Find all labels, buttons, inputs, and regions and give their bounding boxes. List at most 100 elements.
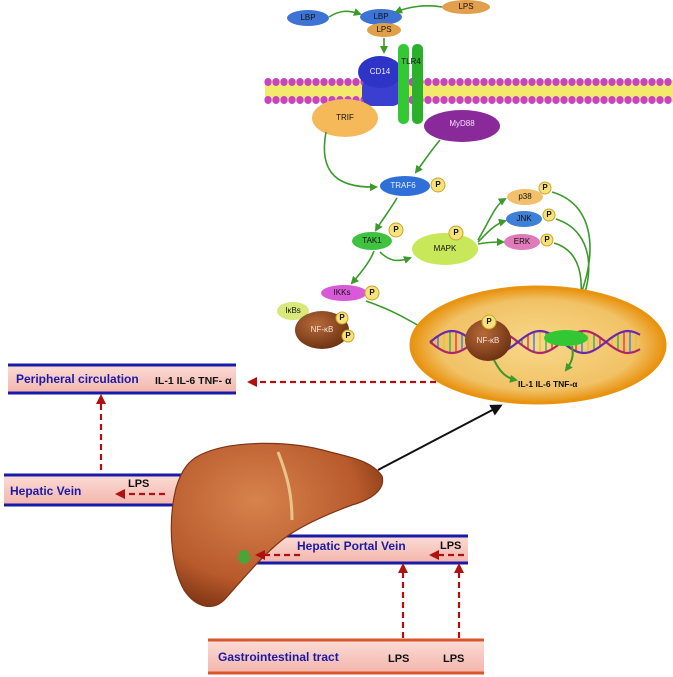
cd14-label: CD14 [370, 67, 391, 76]
jnk-node: JNK P [506, 208, 556, 227]
lipid-head [528, 78, 536, 86]
lipid-head [304, 78, 312, 86]
lipid-head [576, 96, 584, 104]
lipid-head [560, 78, 568, 86]
nucleus-cytokines: IL-1 IL-6 TNF-α [518, 379, 578, 389]
gi-tract-fill [208, 640, 484, 673]
arrow-mapk-to-p38 [477, 197, 507, 241]
erk-label: ERK [514, 237, 531, 246]
gallbladder [238, 550, 250, 564]
arrow-trif-to-traf6 [323, 131, 378, 192]
lipid-head [440, 96, 448, 104]
peripheral-circulation-vessel: Peripheral circulation IL-1 IL-6 TNF- α [8, 363, 236, 395]
lipid-head [584, 96, 592, 104]
lipid-head [280, 96, 288, 104]
tlr4-receptor: TLR4 [398, 44, 423, 124]
jnk-phospho-label: P [546, 210, 552, 219]
hepatic-portal-vein-vessel: Hepatic Portal Vein LPS [252, 534, 468, 565]
ikbs-phospho-label: P [339, 313, 345, 322]
lipid-head [536, 78, 544, 86]
lipid-head [616, 96, 624, 104]
p38-phospho [538, 181, 552, 195]
arrow-lbp-to-complex [328, 8, 362, 18]
cd14-receptor: CD14 [358, 56, 402, 106]
cell-membrane [264, 78, 673, 104]
lipid-head [648, 96, 656, 104]
jnk-shape [506, 211, 542, 227]
gi-tract-lps-1: LPS [388, 653, 409, 665]
membrane-lipid-heads [264, 78, 672, 104]
lbp-bound-label: LBP [373, 12, 388, 21]
lipid-head [544, 96, 552, 104]
liver-ligament [276, 451, 294, 521]
lipid-head [616, 78, 624, 86]
tak1-label: TAK1 [362, 236, 382, 245]
lipid-head [288, 78, 296, 86]
ikks-label: IKKs [334, 288, 351, 297]
nfkb-label: NF-κB [311, 325, 334, 334]
mapk-phospho-label: P [453, 228, 459, 237]
hepatic-vein-fill [4, 475, 194, 505]
jnk-phospho [542, 208, 556, 222]
p38-label: p38 [518, 192, 532, 201]
lipid-head [592, 96, 600, 104]
hepatic-vein-vessel: Hepatic Vein LPS [4, 473, 194, 507]
lipid-head [488, 78, 496, 86]
liver-shape [170, 442, 384, 607]
ikbs-label: IκBs [285, 306, 301, 315]
myd88-node: MyD88 [424, 110, 500, 142]
lipid-head [592, 78, 600, 86]
lipid-head [264, 78, 272, 86]
lipid-head [520, 78, 528, 86]
trif-node: TRIF [312, 99, 378, 137]
lipid-head [504, 78, 512, 86]
lipid-head [336, 78, 344, 86]
lbp-free-node: LBP [287, 10, 329, 26]
lipid-head [424, 78, 432, 86]
lipid-head [440, 78, 448, 86]
lipid-head [512, 78, 520, 86]
arrow-traf6-to-tak1 [374, 197, 398, 232]
tak1-phospho-label: P [393, 225, 399, 234]
lipid-head [632, 78, 640, 86]
arrow-tf-to-cytokines [564, 345, 574, 372]
nucleus-nfkb-label: NF-κB [477, 336, 500, 345]
lps-free-shape [442, 0, 490, 14]
lipid-head [568, 78, 576, 86]
tlr4-chain-left [398, 44, 409, 124]
portal-vein-lps: LPS [440, 540, 461, 552]
mapk-node: MAPK P [412, 225, 478, 265]
blood-flow-arrows [96, 377, 464, 638]
portal-vein-label: Hepatic Portal Vein [297, 539, 406, 553]
lbp-free-shape [287, 10, 329, 26]
nucleus-nfkb-shape [465, 319, 511, 361]
ikks-node: IKKs P [321, 285, 380, 301]
lipid-head [312, 96, 320, 104]
lipid-head [664, 78, 672, 86]
lipid-head [584, 78, 592, 86]
tak1-node: TAK1 P [352, 222, 404, 250]
lbp-free-label: LBP [300, 13, 315, 22]
lipid-head [504, 96, 512, 104]
lipid-head [488, 96, 496, 104]
ikks-phospho [364, 285, 380, 301]
nfkb-phospho-label: P [345, 331, 351, 340]
lipid-head [568, 96, 576, 104]
p38-shape [507, 189, 543, 205]
nucleus-nfkb-phospho-label: P [486, 317, 492, 326]
arrow-mapk-to-jnk [477, 218, 507, 243]
traf6-label: TRAF6 [390, 181, 416, 190]
lipid-head [456, 78, 464, 86]
traf6-node: TRAF6 P [380, 176, 446, 196]
arrow-nfkb-to-cytokines [493, 359, 518, 383]
nucleus-shape [409, 285, 667, 405]
lipid-head [600, 78, 608, 86]
lbp-lps-complex: LBP LPS [360, 9, 402, 37]
lipid-head [480, 96, 488, 104]
lipid-head [520, 96, 528, 104]
traf6-shape [380, 176, 430, 196]
lps-free-node: LPS [442, 0, 490, 14]
ikb-nfkb-complex: IκBs NF-κB P P [277, 302, 355, 349]
tlr4-label: TLR4 [401, 57, 421, 66]
